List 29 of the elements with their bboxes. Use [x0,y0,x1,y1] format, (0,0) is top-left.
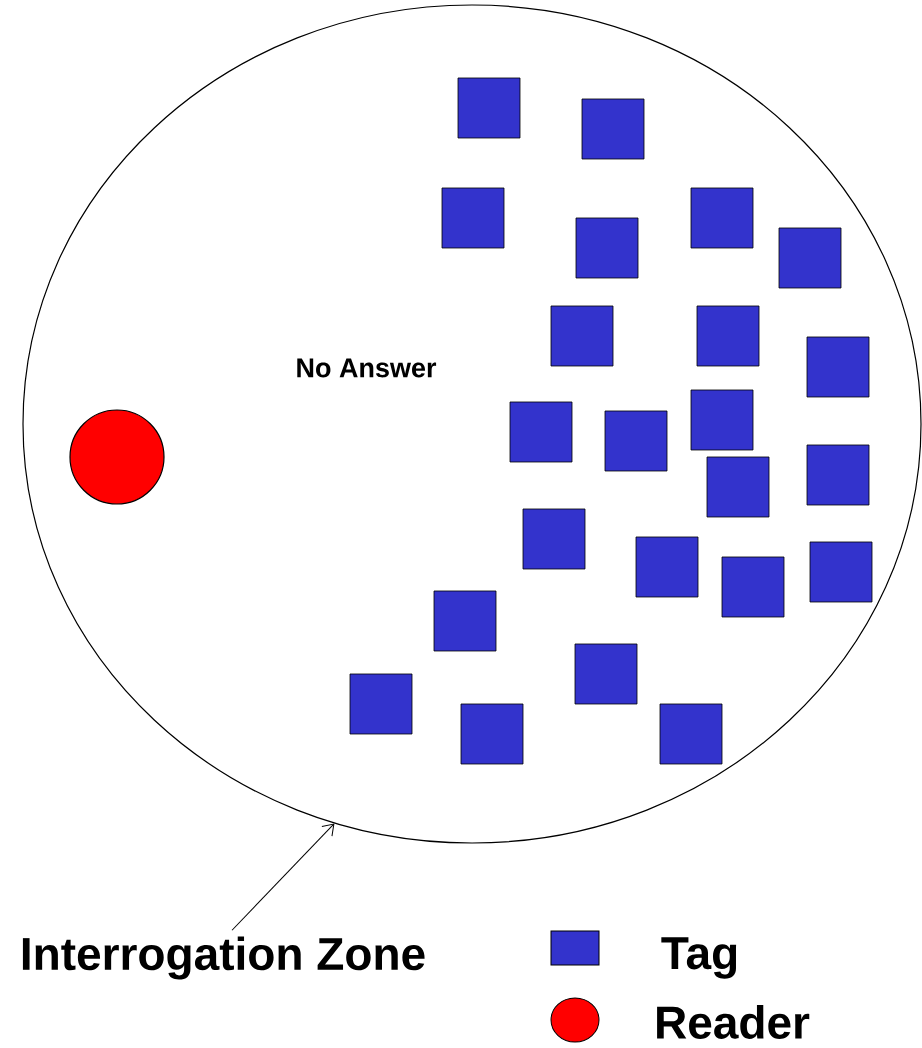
tag-square [575,217,639,279]
tag-square [441,187,505,249]
tag-square [574,643,638,705]
legend-text: Tag [661,937,737,979]
tag-square [349,673,413,735]
legend-text: Reader [657,1005,810,1039]
tag-square [457,77,521,139]
tag-square [696,305,760,367]
tag-square [522,508,586,570]
tag-square [690,389,754,451]
tag-square [433,590,497,652]
tag-square [809,541,873,603]
tag-square [635,536,699,598]
leader-arrow [231,823,335,931]
tag-square [659,703,723,765]
note-text: No Answer [297,358,437,378]
tag-square [460,703,524,765]
tag-square [806,444,870,506]
tag-square [778,227,842,289]
reader-circle [69,409,165,505]
tag-square [581,98,645,160]
tag-square [706,456,770,518]
tag-square [509,401,573,463]
tag-square [604,410,668,472]
tag-square [690,187,754,249]
tag-square [550,305,614,367]
tag-square [806,336,870,398]
tag-square [721,556,785,618]
zone-label: Interrogation Zone [22,936,425,980]
